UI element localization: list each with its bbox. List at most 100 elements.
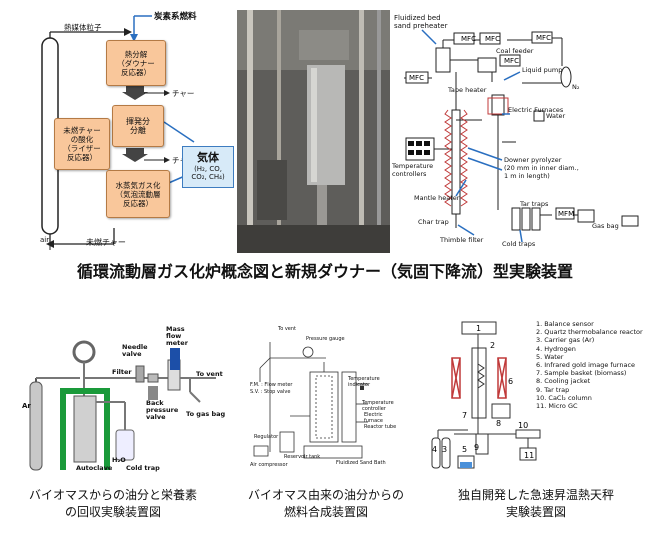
gas-title: 気体 (197, 151, 219, 164)
steam-line-1: 水蒸気ガス化 (115, 180, 161, 190)
tga-number-6: 6 (508, 377, 513, 386)
synthesis-caption-line-2: 燃料合成装置図 (283, 505, 368, 519)
pyrolysis-box: 熱分解 （ダウナー 反応器） (106, 40, 166, 86)
pressure-gauge-label: Pressure gauge (306, 336, 345, 342)
h2o-label: H₂O (112, 456, 126, 464)
volatile-line-2: 分離 (130, 126, 146, 135)
to-gas-bag-label: To gas bag (186, 410, 226, 418)
filter-label: Filter (112, 368, 132, 376)
tga-number-1: 1 (476, 324, 481, 333)
gas-composition-1: (H₂, CO, (194, 165, 222, 173)
fuel-synthesis-caption: バイオマス由来の油分からの 燃料合成装置図 (226, 487, 426, 521)
coal-feeder-label: Coal feeder (496, 47, 534, 55)
ar-label: Ar (22, 402, 31, 410)
back-pressure-line-1: Back (146, 399, 164, 407)
mfm-label: MFM (558, 210, 574, 218)
tga-caption: 独自開発した急速昇温熱天秤 実験装置図 (426, 487, 646, 521)
oxidation-box: 未燃チャー の酸化 （ライザー 反応器） (54, 118, 110, 170)
pyrolysis-line-3: 反応器） (121, 67, 151, 77)
back-pressure-line-3: valve (146, 413, 166, 421)
tga-number-9: 9 (474, 443, 479, 452)
downer-apparatus-photo (237, 10, 390, 253)
oil-caption-line-1: バイオマスからの油分と栄養素 (28, 488, 197, 502)
needle-valve-line-2: valve (122, 350, 142, 358)
cold-trap-label: Cold trap (126, 464, 160, 472)
mfc-label-4: MFC (409, 74, 424, 82)
tga-legend-item: 5. Water (536, 352, 564, 361)
regulator-label: Regulator (254, 434, 279, 440)
legend-fm: F.M. : Flow meter (250, 382, 293, 388)
temp-controllers-label: Temperature controllers (392, 162, 433, 178)
back-pressure-line-2: pressure (146, 406, 179, 414)
volatile-separation-box: 揮発分 分離 (112, 105, 164, 147)
preheater-label: Fluidized bed sand preheater (394, 14, 447, 30)
mfc-label-2: MFC (485, 35, 500, 43)
mass-flow-line-1: Mass (166, 325, 185, 333)
to-vent-label-2: To vent (278, 326, 297, 332)
temp-controllers-line-1: Temperature (392, 162, 434, 170)
tga-legend-item: 2. Quartz thermobalance reactor (536, 328, 643, 337)
oil-recovery-drawing (29, 340, 216, 471)
tga-number-8: 8 (496, 419, 501, 428)
char-label-1: チャー (172, 89, 195, 98)
downer-pyrolyzer-label: Downer pyrolyzer (20 mm in inner diam., … (504, 156, 579, 180)
oxidation-line-4: 反応器） (67, 153, 97, 162)
oil-caption-line-2: の回収実験装置図 (64, 505, 161, 519)
gas-composition-2: CO₂, CH₄) (191, 173, 225, 181)
tga-legend: 1. Balance sensor 2. Quartz thermobalanc… (536, 320, 643, 410)
water-label: Water (546, 112, 566, 120)
tga-drawing: 1 2 6 7 8 9 10 11 4 3 5 (431, 321, 541, 469)
temp-controller-label: Temperature controller (362, 400, 394, 412)
tga-legend-item: 11. Micro GC (536, 402, 578, 411)
pyrolysis-line-1: 熱分解 (124, 49, 148, 59)
downer-schematic: MFC MFC MFC MFC MFC MFM Fluidized bed sa… (392, 10, 642, 253)
tga-number-2: 2 (490, 341, 495, 350)
back-pressure-valve-label: Back pressure valve (146, 400, 178, 421)
oxidation-line-2: の酸化 (70, 135, 94, 144)
carbon-fuel-label: 炭素系燃料 (154, 12, 197, 22)
mantle-heater-label: Mantle heater (414, 194, 460, 202)
gasifier-concept-diagram: 熱媒体粒子 炭素系燃料 熱分解 （ダウナー 反応器） チャー 揮発分 分離 チャ… (14, 10, 236, 250)
tga-legend-item: 7. Sample basket (biomass) (536, 369, 627, 378)
volatile-line-1: 揮発分 (126, 117, 150, 126)
tga-number-11: 11 (524, 451, 534, 460)
temp-controllers-line-2: controllers (392, 170, 427, 178)
tar-traps-label: Tar traps (520, 200, 549, 208)
tga-number-3: 3 (442, 445, 447, 454)
downer-line-1: Downer pyrolyzer (504, 156, 562, 164)
temp-indicator-label: Temperature indicator (348, 376, 380, 388)
tga-legend-item: 10. CaCl₂ column (536, 393, 592, 402)
unburned-char-label: 未燃チャー (86, 238, 126, 247)
tga-caption-line-2: 実験装置図 (505, 505, 566, 519)
needle-valve-line-1: Needle (122, 343, 148, 351)
tga-apparatus: 1 2 6 7 8 9 10 11 4 3 5 1. Balance senso… (424, 318, 646, 480)
needle-valve-label: Needle valve (122, 344, 148, 358)
preheater-line-2: sand preheater (394, 22, 448, 30)
tga-number-5: 5 (462, 445, 467, 454)
sand-bath-label: Fluidized Sand Bath (336, 460, 386, 466)
pyrolysis-line-2: （ダウナー (117, 58, 155, 68)
reservoir-label: Reservoir tank (284, 454, 321, 460)
downer-schematic-lines: MFC MFC MFC MFC MFC MFM (404, 29, 639, 243)
cold-traps-label: Cold traps (502, 240, 536, 248)
oxidation-line-3: （ライザー (63, 144, 101, 153)
legend-sv: S.V. : Stop valve (250, 389, 291, 395)
electric-furnace-label: Electric furnace (364, 412, 383, 424)
thimble-filter-label: Thimble filter (440, 236, 484, 244)
tga-legend-item: 4. Hydrogen (536, 344, 576, 353)
reactor-tube-label: Reactor tube (364, 424, 397, 430)
legend-fm-sv: F.M. : Flow meter S.V. : Stop valve (250, 382, 292, 396)
mfc-label-5: MFC (504, 57, 519, 65)
downer-line-2: (20 mm in inner diam., (504, 164, 579, 172)
tga-legend-item: 3. Carrier gas (Ar) (536, 336, 595, 345)
tga-legend-item: 6. Infrared gold image furnace (536, 361, 636, 370)
main-title: 循環流動層ガス化炉概念図と新規ダウナー（気固下降流）型実験装置 (76, 262, 573, 281)
air-label: air (40, 236, 50, 244)
tape-heater-label: Tape heater (448, 86, 487, 94)
liquid-pump-label: Liquid pump (522, 66, 563, 74)
n2-label: N₂ (572, 83, 580, 91)
downer-line-3: 1 m in length) (504, 172, 550, 180)
oxidation-line-1: 未燃チャー (63, 126, 101, 135)
heat-carrier-label: 熱媒体粒子 (64, 23, 102, 32)
air-compressor-label: Air compressor (250, 462, 288, 468)
